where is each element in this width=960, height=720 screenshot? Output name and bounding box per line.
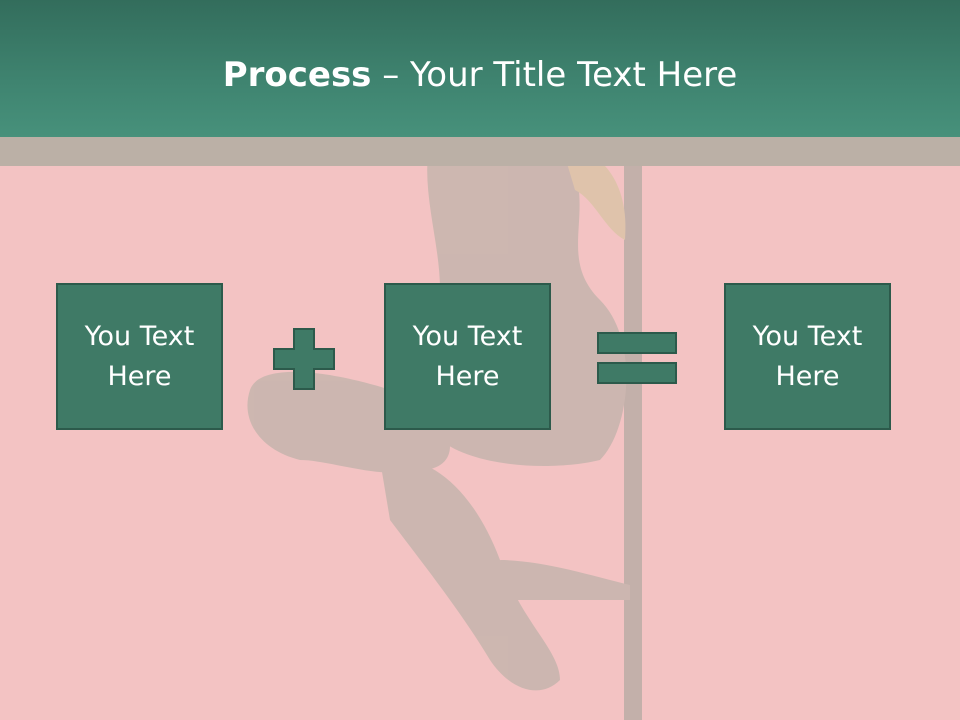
process-box-3[interactable]: You Text Here <box>724 283 891 430</box>
plus-icon <box>273 328 335 390</box>
process-box-3-label: You Text Here <box>752 320 863 392</box>
equals-icon <box>597 332 677 384</box>
title-bold-text: Process <box>222 55 372 95</box>
title-rest-text: – Your Title Text Here <box>371 55 738 95</box>
slide-title: Process – Your Title Text Here <box>0 52 960 98</box>
process-box-1-label: You Text Here <box>84 320 195 392</box>
process-box-2[interactable]: You Text Here <box>384 283 551 430</box>
title-underline-strip <box>0 137 960 166</box>
process-box-1[interactable]: You Text Here <box>56 283 223 430</box>
title-bar: Process – Your Title Text Here <box>0 0 960 137</box>
process-box-2-label: You Text Here <box>412 320 523 392</box>
